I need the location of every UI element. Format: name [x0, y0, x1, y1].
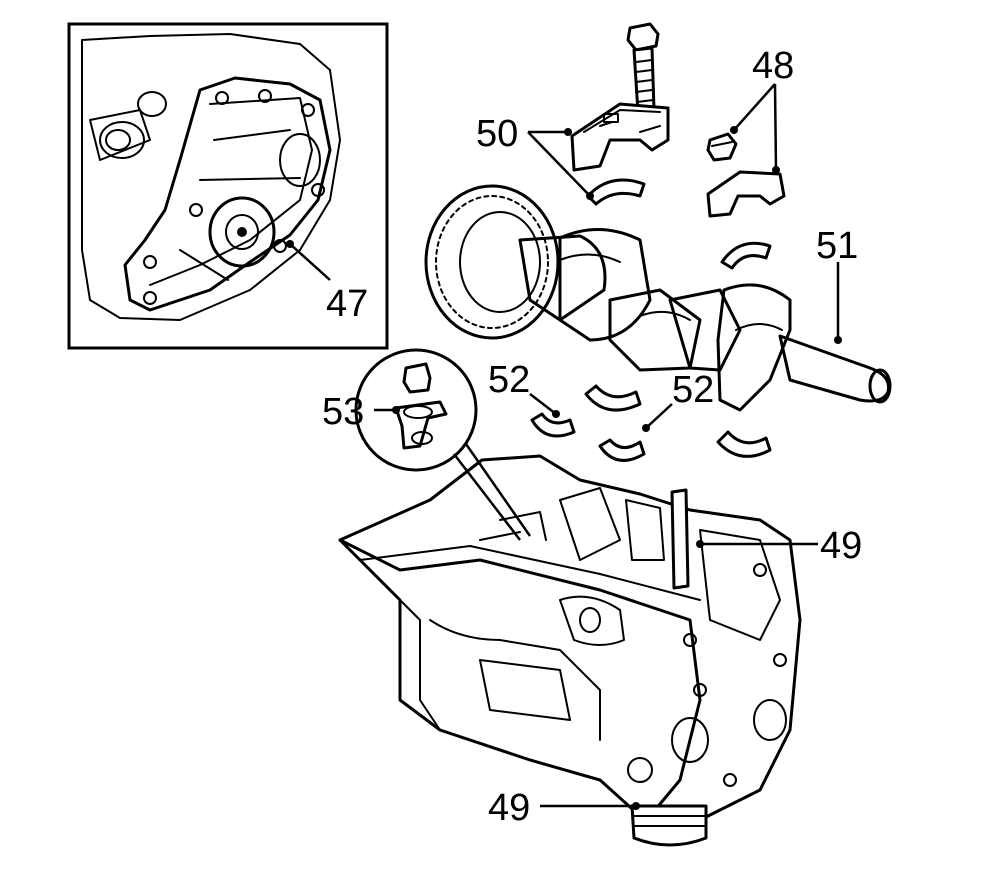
bearing-shell-lower-1	[584, 384, 642, 412]
leader-47-dot	[286, 240, 294, 248]
callout-49-bottom: 49	[488, 787, 530, 829]
callout-51: 51	[816, 225, 858, 267]
cap-bolt	[626, 22, 660, 114]
dowel-pin	[670, 488, 690, 590]
thrust-washer-left	[530, 412, 576, 438]
bearing-shell-upper	[586, 178, 646, 206]
lower-bearing-shells: 52 52	[488, 359, 772, 462]
thrust-washer-right	[598, 438, 646, 462]
inset-frame	[67, 22, 389, 350]
bearing-shell-lower-2	[716, 430, 772, 458]
leader-52-right	[645, 403, 673, 429]
callout-49-top: 49	[820, 525, 862, 567]
rear-bearing-cap	[706, 170, 786, 218]
rear-cap-group: 48	[706, 45, 794, 270]
timing-cover-drawing	[81, 33, 341, 321]
callout-47: 47	[326, 283, 368, 325]
callout-53: 53	[322, 391, 364, 433]
cap-nut	[706, 132, 738, 162]
reluctor-ring	[424, 184, 560, 340]
crank-snout	[778, 334, 891, 403]
main-bearing-cap-group: 50	[476, 22, 670, 206]
callout-48: 48	[752, 45, 794, 87]
engine-block	[338, 454, 802, 847]
callout-52-left: 52	[488, 359, 530, 401]
main-bearing-cap	[570, 102, 670, 172]
leader-52-left	[529, 393, 557, 415]
callout-50: 50	[476, 113, 518, 155]
magnifier-pointer	[453, 443, 532, 541]
leader-47	[289, 243, 331, 281]
bearing-shell-rear-upper	[720, 241, 772, 270]
crankshaft: 51	[424, 184, 892, 412]
inset-timing-cover: 47	[67, 22, 389, 350]
detail-magnifier: 53	[322, 348, 532, 541]
leader-50	[527, 130, 591, 197]
callout-52-right: 52	[672, 369, 714, 411]
leader-48	[733, 83, 778, 171]
